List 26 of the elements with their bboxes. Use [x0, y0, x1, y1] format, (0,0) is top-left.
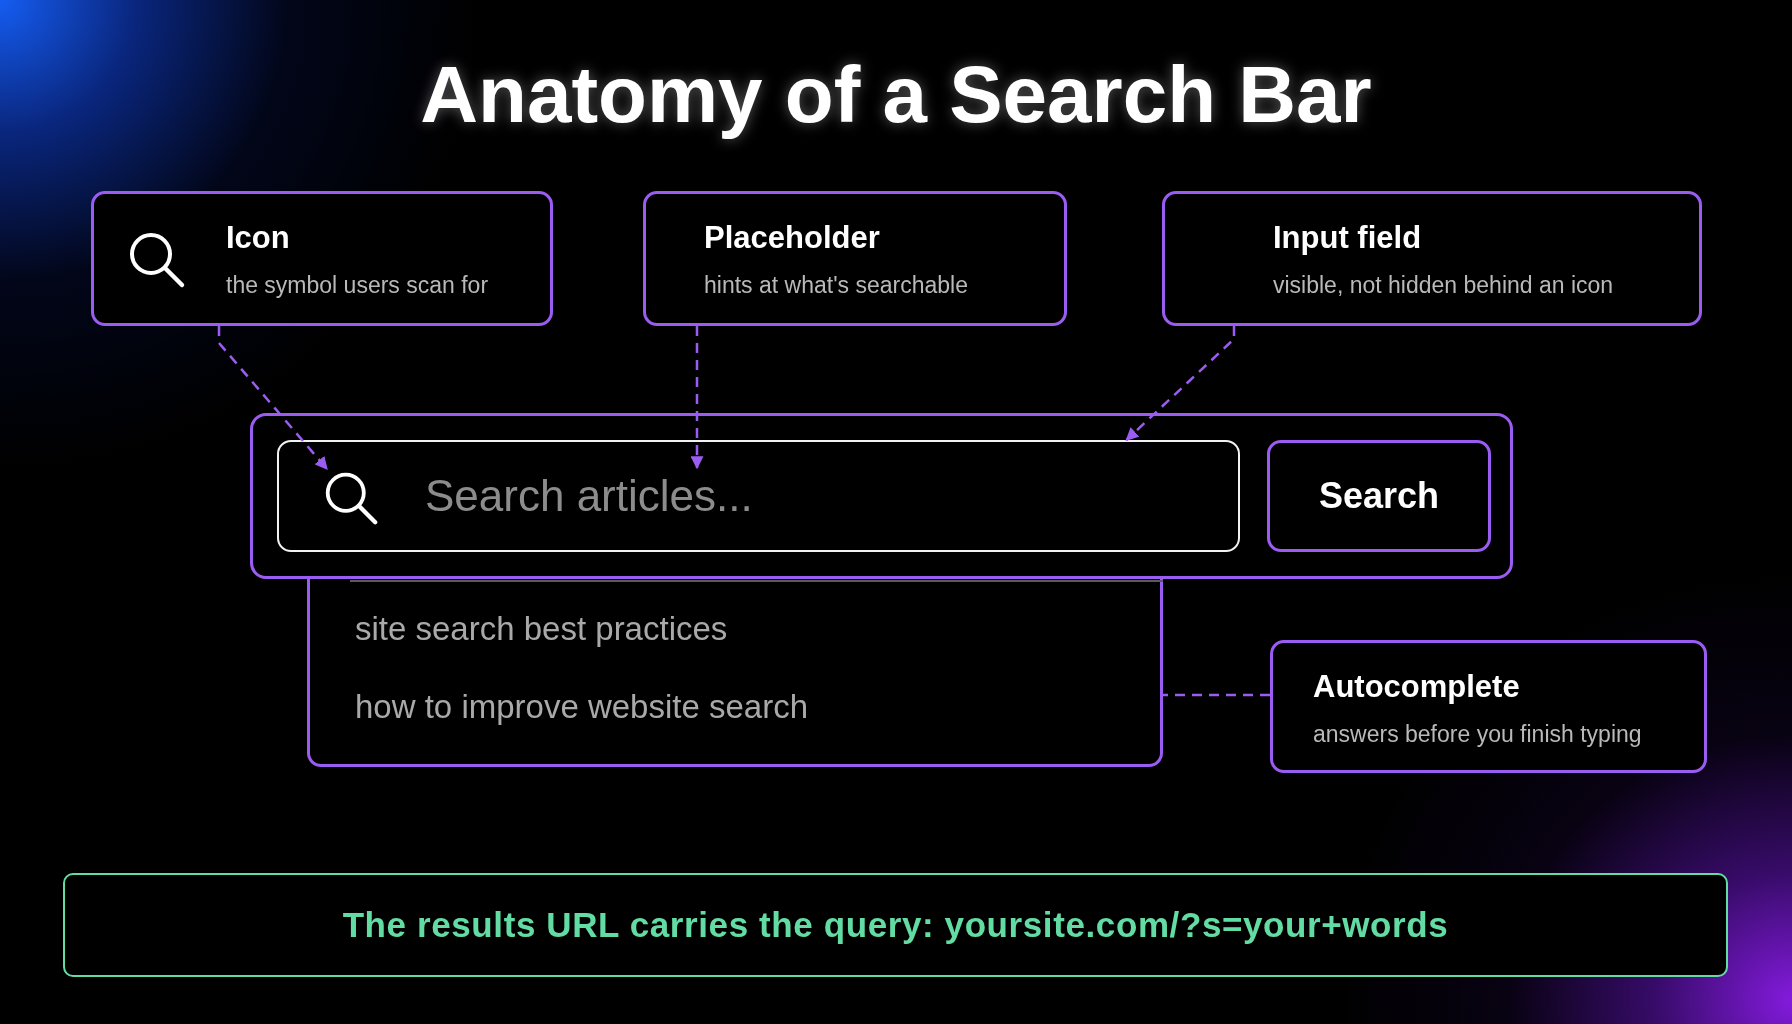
callout-title: Icon: [226, 219, 290, 257]
callout-title: Placeholder: [704, 219, 880, 257]
callout-title: Autocomplete: [1313, 668, 1520, 706]
note-text: The results URL carries the query: yoursite.com/?s=your+words: [342, 905, 1449, 945]
callout-description: the symbol users scan for: [226, 271, 489, 300]
callout-description: answers before you finish typing: [1313, 720, 1642, 749]
autocomplete-dropdown: [307, 579, 1163, 767]
search-input-field: [277, 440, 1240, 552]
search-bar-panel: [250, 413, 1513, 579]
callout-box: [1162, 191, 1702, 326]
note-banner: [63, 873, 1728, 977]
leader-arrow: [217, 326, 328, 470]
placeholder-text: Search articles...: [425, 468, 753, 524]
leader-line: [1163, 693, 1270, 697]
diagram-title: Anatomy of a Search Bar: [420, 49, 1372, 141]
suggestion-text: how to improve website search: [355, 687, 809, 727]
leader-arrow: [1125, 326, 1236, 441]
suggestion-text: site search best practices: [355, 609, 728, 649]
callout-title: Input field: [1273, 219, 1422, 257]
callout-description: hints at what's searchable: [704, 271, 968, 300]
callout-box: [91, 191, 553, 326]
callout-box: [1270, 640, 1707, 773]
leader-arrow: [690, 326, 704, 470]
search-button: Search: [1267, 440, 1491, 552]
callout-box: [643, 191, 1067, 326]
callout-description: visible, not hidden behind an icon: [1273, 271, 1614, 300]
